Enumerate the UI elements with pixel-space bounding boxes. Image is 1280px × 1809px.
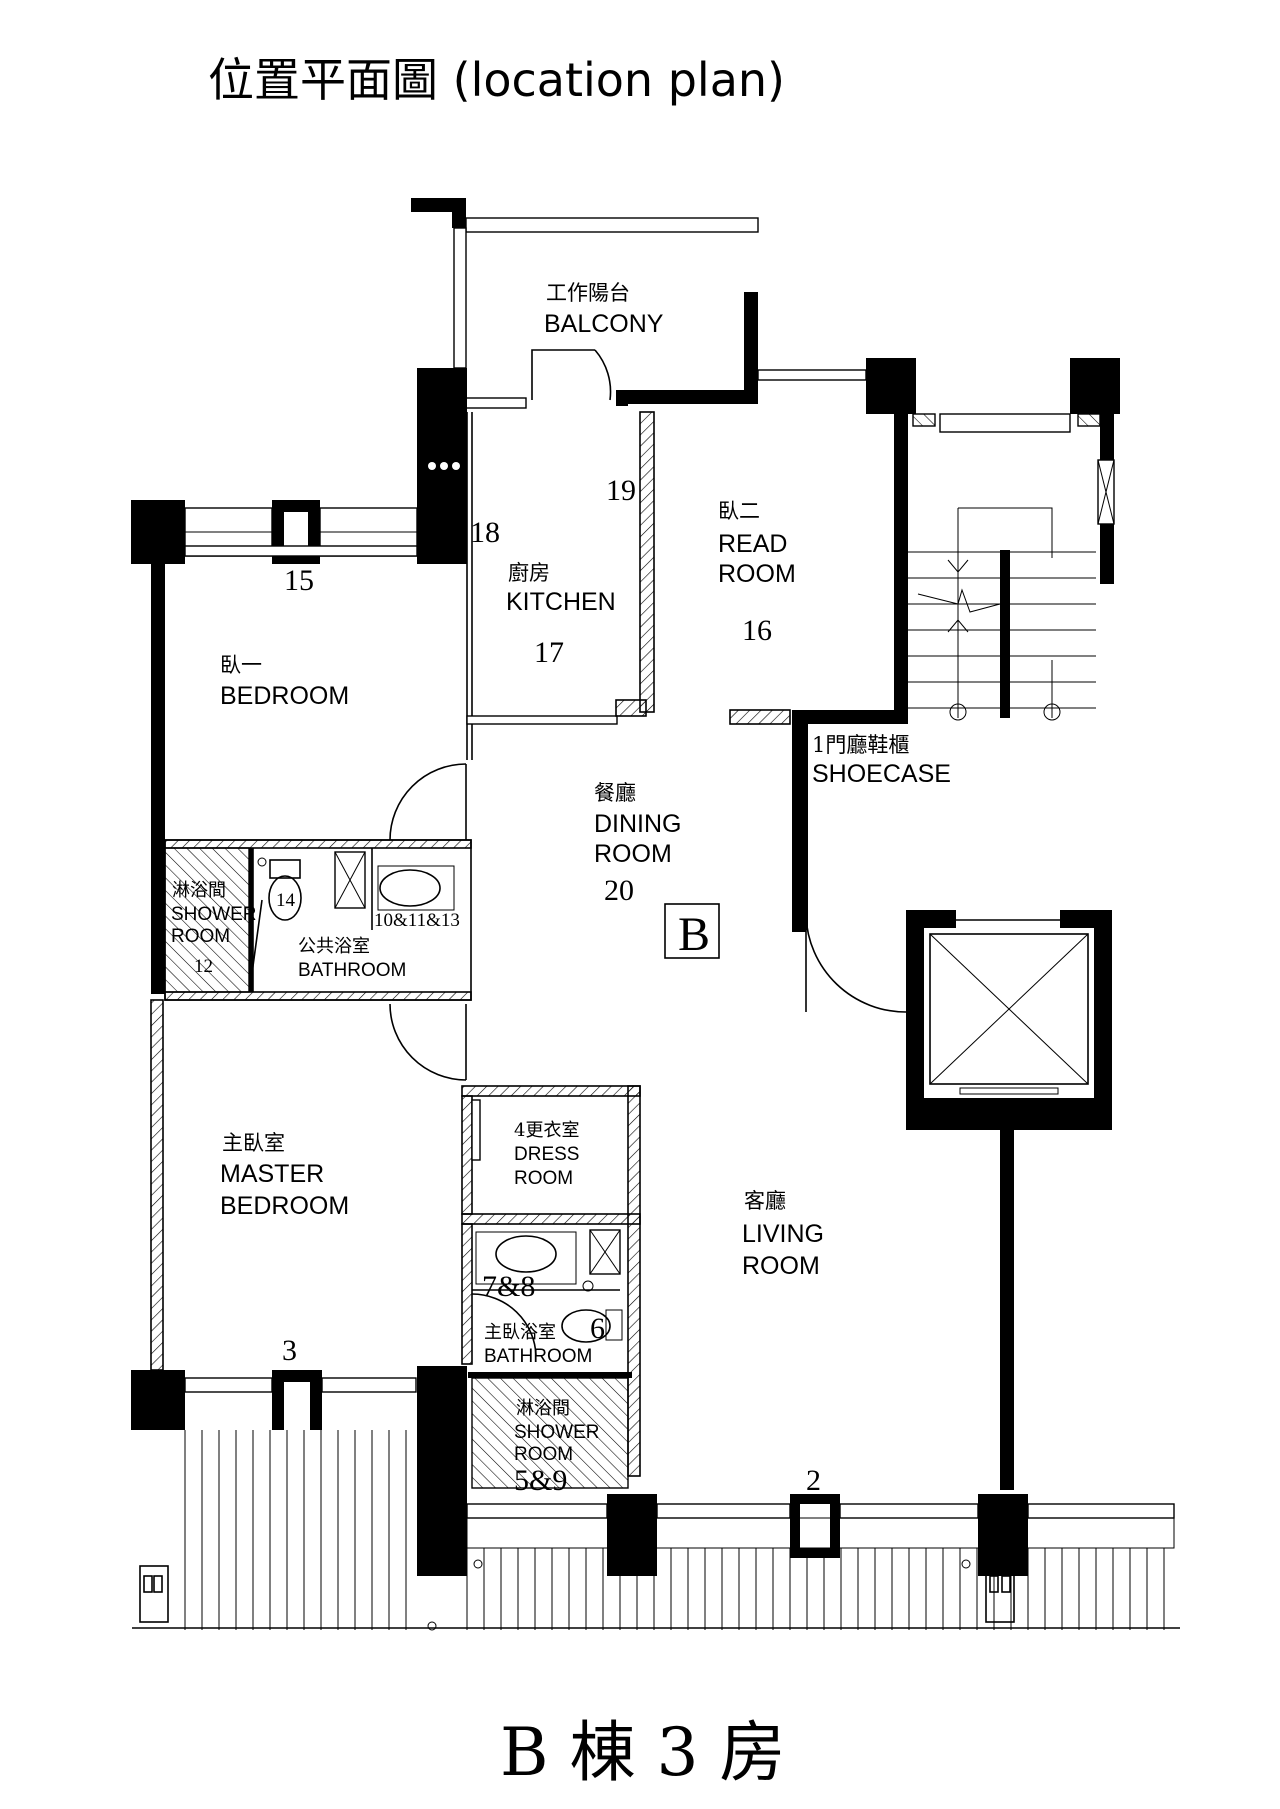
svg-text:ROOM: ROOM <box>514 1168 573 1189</box>
marker-17: 17 <box>534 636 564 669</box>
master-bedroom-walls <box>131 999 417 1430</box>
label-bedroom: 臥一 BEDROOM <box>220 653 349 710</box>
svg-text:餐廳: 餐廳 <box>594 781 636 805</box>
label-master-bedroom: 主臥室 MASTER BEDROOM <box>220 1131 349 1220</box>
svg-text:READ: READ <box>718 530 787 558</box>
svg-text:客廳: 客廳 <box>744 1189 786 1213</box>
foyer-walls <box>792 716 907 1013</box>
svg-text:B: B <box>678 908 710 961</box>
marker-14: 14 <box>276 890 296 911</box>
svg-text:BEDROOM: BEDROOM <box>220 1192 349 1220</box>
svg-text:KITCHEN: KITCHEN <box>506 588 616 616</box>
svg-text:淋浴間: 淋浴間 <box>516 1398 570 1419</box>
svg-text:DRESS: DRESS <box>514 1144 579 1165</box>
svg-text:SHOWER: SHOWER <box>171 904 257 925</box>
elevator[interactable] <box>906 910 1112 1490</box>
label-balcony: 工作陽台 BALCONY <box>544 281 664 338</box>
svg-text:4更衣室: 4更衣室 <box>514 1120 579 1141</box>
marker-15: 15 <box>284 564 314 597</box>
svg-text:BALCONY: BALCONY <box>544 310 664 338</box>
svg-text:工作陽台: 工作陽台 <box>546 281 630 305</box>
svg-text:MASTER: MASTER <box>220 1160 324 1188</box>
footer-title: B 棟 3 房 <box>500 1714 785 1791</box>
label-bathroom-public: 公共浴室 BATHROOM <box>298 936 406 981</box>
marker-5-9: 5&9 <box>514 1464 567 1497</box>
svg-text:廚房: 廚房 <box>508 561 550 585</box>
label-master-bathroom: 主臥浴室 BATHROOM <box>484 1322 592 1367</box>
label-shoecase: 1門廳鞋櫃 SHOECASE <box>812 733 951 788</box>
svg-text:SHOECASE: SHOECASE <box>812 760 951 788</box>
terrace-deck <box>184 1430 1165 1630</box>
label-shower-public: 淋浴間 SHOWER ROOM <box>171 880 257 947</box>
svg-text:1門廳鞋櫃: 1門廳鞋櫃 <box>812 733 909 757</box>
svg-text:ROOM: ROOM <box>594 840 672 868</box>
dress-room-walls <box>461 1085 641 1477</box>
kitchen-walls <box>466 411 791 760</box>
label-dress-room: 4更衣室 DRESS ROOM <box>514 1120 579 1189</box>
marker-3: 3 <box>282 1334 297 1367</box>
left-exterior-wall <box>151 564 165 994</box>
master-bathroom-walls <box>461 1223 632 1378</box>
svg-text:淋浴間: 淋浴間 <box>172 880 226 901</box>
label-kitchen: 廚房 KITCHEN <box>506 561 616 616</box>
read-room-walls <box>757 358 1120 926</box>
svg-text:ROOM: ROOM <box>718 560 796 588</box>
svg-text:主臥浴室: 主臥浴室 <box>484 1322 556 1343</box>
svg-text:BATHROOM: BATHROOM <box>298 960 406 981</box>
bedroom1-top <box>131 500 418 564</box>
svg-text:BEDROOM: BEDROOM <box>220 682 349 710</box>
svg-text:DINING: DINING <box>594 810 682 838</box>
public-bathroom-walls <box>164 763 472 1081</box>
svg-text:ROOM: ROOM <box>514 1444 573 1465</box>
label-shower-master: 淋浴間 SHOWER ROOM <box>514 1398 600 1465</box>
svg-text:臥二: 臥二 <box>718 499 760 523</box>
label-dining-room: 餐廳 DINING ROOM <box>594 781 682 868</box>
marker-18: 18 <box>470 516 500 549</box>
page-title: 位置平面圖 (location plan) <box>208 53 785 107</box>
main-column-bottom <box>417 1366 1175 1576</box>
master-shower-hatch <box>471 1377 629 1489</box>
unit-marker: B <box>664 903 720 961</box>
svg-text:臥一: 臥一 <box>220 653 262 677</box>
marker-2: 2 <box>806 1464 821 1497</box>
svg-text:BATHROOM: BATHROOM <box>484 1346 592 1367</box>
svg-text:主臥室: 主臥室 <box>222 1131 285 1155</box>
label-living-room: 客廳 LIVING ROOM <box>742 1189 824 1280</box>
terrace-railing <box>132 1559 1180 1631</box>
main-column-kitchen <box>417 368 467 564</box>
marker-20: 20 <box>604 874 634 907</box>
marker-19: 19 <box>606 474 636 507</box>
staircase[interactable] <box>908 507 1096 721</box>
marker-10-11-13: 10&11&13 <box>374 910 460 931</box>
svg-text:ROOM: ROOM <box>171 926 230 947</box>
svg-text:公共浴室: 公共浴室 <box>298 936 370 957</box>
svg-text:ROOM: ROOM <box>742 1252 820 1280</box>
marker-16: 16 <box>742 614 772 647</box>
marker-7-8: 7&8 <box>482 1270 535 1303</box>
marker-12: 12 <box>194 956 213 977</box>
svg-text:SHOWER: SHOWER <box>514 1422 600 1443</box>
marker-6: 6 <box>590 1312 605 1345</box>
label-read-room: 臥二 READ ROOM <box>718 499 796 588</box>
svg-text:LIVING: LIVING <box>742 1220 824 1248</box>
